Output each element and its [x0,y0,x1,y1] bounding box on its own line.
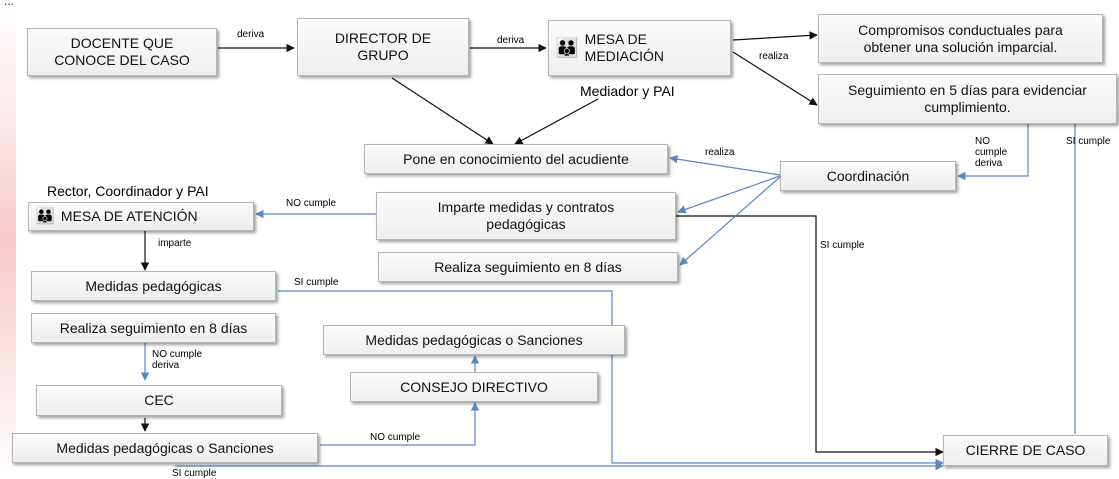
node-docente: DOCENTE QUE CONOCE DEL CASO [27,28,217,76]
node-medidas-sanciones-left: Medidas pedagógicas o Sanciones [12,433,318,463]
label-deriva-2: deriva [497,35,525,46]
label-no-cumple-deriva-left: NO cumple deriva [152,349,203,371]
arrow-director-pone [391,77,494,145]
label-imparte: imparte [158,238,192,249]
node-pone-conocimiento: Pone en conocimiento del acudiente [364,144,668,174]
node-mesa-atencion: 👪 MESA DE ATENCIÓN [28,202,254,231]
node-mesa-mediacion-label: MESA DE MEDIACIÓN [584,31,665,64]
node-seguimiento-8-right: Realiza seguimiento en 8 días [378,252,678,282]
label-si-cumple-right: SI cumple [1066,136,1111,147]
label-si-cumple-mid: SI cumple [820,240,865,251]
node-imparte-medidas: Imparte medidas y contratos pedagógicas [376,192,676,240]
node-compromisos: Compromisos conductuales para obtener un… [818,14,1103,63]
node-cierre-caso: CIERRE DE CASO [943,435,1108,466]
arrow-imparte-cierre [676,215,944,457]
label-mediador-pai: Mediador y PAI [580,83,675,99]
arrow-seguimiento5-coordinacion [957,124,1029,181]
label-no-cumple-1: NO cumple [286,198,337,209]
background-strip [0,0,16,477]
node-consejo-directivo: CONSEJO DIRECTIVO [350,372,598,402]
label-si-cumple-1: SI cumple [294,277,339,288]
label-deriva-1: deriva [237,29,265,40]
node-director: DIRECTOR DE GRUPO [297,18,469,76]
arrow-medidas-sanc-consejo [320,402,480,446]
label-si-cumple-bottom: SI cumple [172,468,217,479]
node-medidas-sanciones-mid: Medidas pedagógicas o Sanciones [323,325,625,355]
arrow-coord-pone [669,155,781,176]
arrow-medidas-ped-cierre [278,290,944,468]
node-seguimiento-8-left: Realiza seguimiento en 8 días [31,313,276,343]
people-group-icon: 👪 [555,37,579,59]
node-medidas-pedagogicas: Medidas pedagógicas [31,271,276,301]
arrow-mesa-compromisos [732,31,818,41]
node-coordinacion: Coordinación [780,161,956,191]
arrow-coord-seguimiento8 [679,176,781,266]
label-no-cumple-2: NO cumple [370,432,421,443]
node-cec: CEC [36,385,282,416]
people-group-icon: 👪 [35,207,55,225]
label-realiza-1: realiza [759,51,789,62]
arrow-mesa-seguimiento5 [732,51,818,106]
arrow-mediador-pone [514,98,599,145]
node-mesa-atencion-label: MESA DE ATENCIÓN [60,208,198,224]
label-rector-coordinador-pai: Rector, Coordinador y PAI [47,183,209,199]
label-no-cumple-deriva-right: NO cumple deriva [975,136,1008,169]
label-realiza-2: realiza [705,147,735,158]
node-mesa-mediacion: 👪 MESA DE MEDIACIÓN [548,20,731,76]
node-seguimiento-5: Seguimiento en 5 días para evidenciar cu… [818,74,1117,124]
top-text-fragment: ... [4,0,15,8]
arrow-coord-imparte [677,175,781,214]
